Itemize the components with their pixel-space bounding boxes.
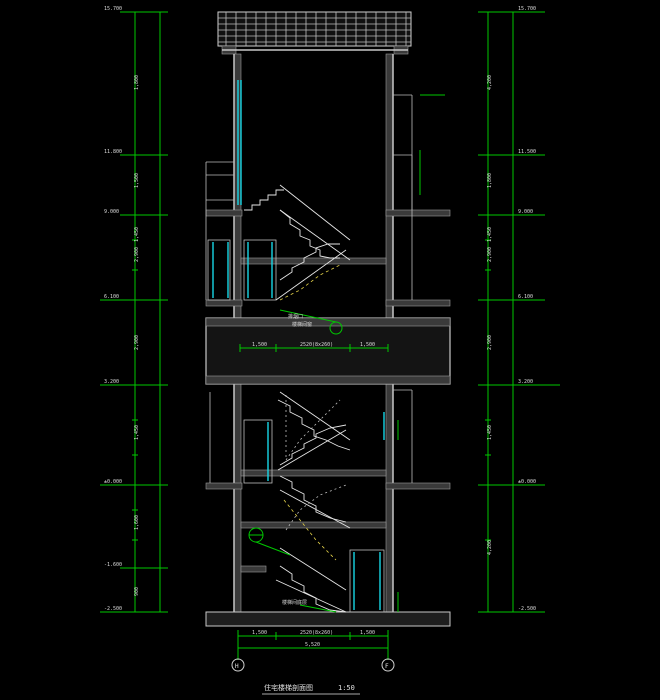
left-dim-14: 900 — [134, 587, 140, 596]
axis-bubble-f — [381, 658, 395, 672]
right-dim-10: 1,450 — [487, 425, 493, 440]
axis-label-f: F — [385, 663, 389, 670]
left-dim-5: 1,450 — [134, 227, 140, 242]
right-elev-4: 9.000 — [518, 209, 533, 215]
roof-tiles — [217, 11, 412, 55]
left-dimension-string: 15.700 1,800 11.800 1,500 9.000 1,450 2,… — [100, 6, 168, 613]
left-elev-4: 9.000 — [104, 209, 119, 215]
mid-dimension: 1,500 2520(8x260) 1,500 — [239, 342, 389, 352]
right-elev-11: ±0.000 — [518, 479, 536, 485]
drawing-title: 住宅楼梯剖面图 — [264, 683, 313, 692]
doors — [243, 239, 385, 613]
left-elev-7: 6.100 — [104, 294, 119, 300]
right-elev-7: 6.100 — [518, 294, 533, 300]
note-smoke-vent: 排烟口 — [288, 313, 303, 320]
axis-label-h: H — [235, 663, 239, 670]
mid-dim-1: 1,500 — [252, 342, 267, 348]
bottom-dim-total: 5,520 — [305, 642, 320, 648]
bottom-dim-3: 1,500 — [360, 630, 375, 636]
bottom-dimensions: 1,500 2520(8x260) 1,500 5,520 — [237, 630, 389, 660]
left-elev-9: 3.200 — [104, 379, 119, 385]
right-dim-8: 2,900 — [487, 335, 493, 350]
note-stair-window: 楼梯间窗 — [292, 321, 312, 328]
right-projections — [393, 94, 445, 612]
floor-slabs — [205, 209, 451, 627]
right-dim-5: 1,450 — [487, 227, 493, 242]
left-elev-bottom: -2.500 — [104, 606, 122, 612]
drawing-title-block: 住宅楼梯剖面图 1:50 — [262, 683, 360, 695]
right-dim-3: 1,800 — [487, 173, 493, 188]
left-dim-10: 1,450 — [134, 425, 140, 440]
left-elev-top: 15.700 — [104, 6, 122, 12]
bottom-dim-1: 1,500 — [252, 630, 267, 636]
bottom-dim-2: 2520(8x260) — [300, 630, 333, 636]
stair-flights — [244, 184, 351, 613]
left-projections — [205, 161, 234, 483]
left-dim-8: 2,900 — [134, 335, 140, 350]
left-elev-13: -1.600 — [104, 562, 122, 568]
callouts: 排烟口 楼梯间窗 楼梯间底层 — [248, 309, 343, 613]
right-dim-12: 4,200 — [487, 540, 493, 555]
right-elev-2: 11.500 — [518, 149, 536, 155]
left-elev-11: ±0.000 — [104, 479, 122, 485]
right-elev-top: 15.700 — [518, 6, 536, 12]
note-ground-floor: 楼梯间底层 — [282, 599, 307, 606]
right-elev-9: 3.200 — [518, 379, 533, 385]
left-dim-1: 1,800 — [134, 75, 140, 90]
mid-dim-3: 1,500 — [360, 342, 375, 348]
axis-bubble-h — [231, 658, 245, 672]
mid-dim-2: 2520(8x260) — [300, 342, 333, 348]
right-dim-6: 2,900 — [487, 247, 493, 262]
left-elev-2: 11.800 — [104, 149, 122, 155]
axis-markers: H F — [231, 658, 395, 672]
right-dim-1: 4,200 — [487, 75, 493, 90]
drawing-scale: 1:50 — [338, 684, 355, 692]
left-dim-6: 2,900 — [134, 247, 140, 262]
right-dimension-string: 15.700 4,200 11.500 1,800 9.000 1,450 2,… — [478, 6, 560, 613]
right-elev-bottom: -2.500 — [518, 606, 536, 612]
left-dim-3: 1,500 — [134, 173, 140, 188]
left-dim-12: 1,600 — [134, 515, 140, 530]
